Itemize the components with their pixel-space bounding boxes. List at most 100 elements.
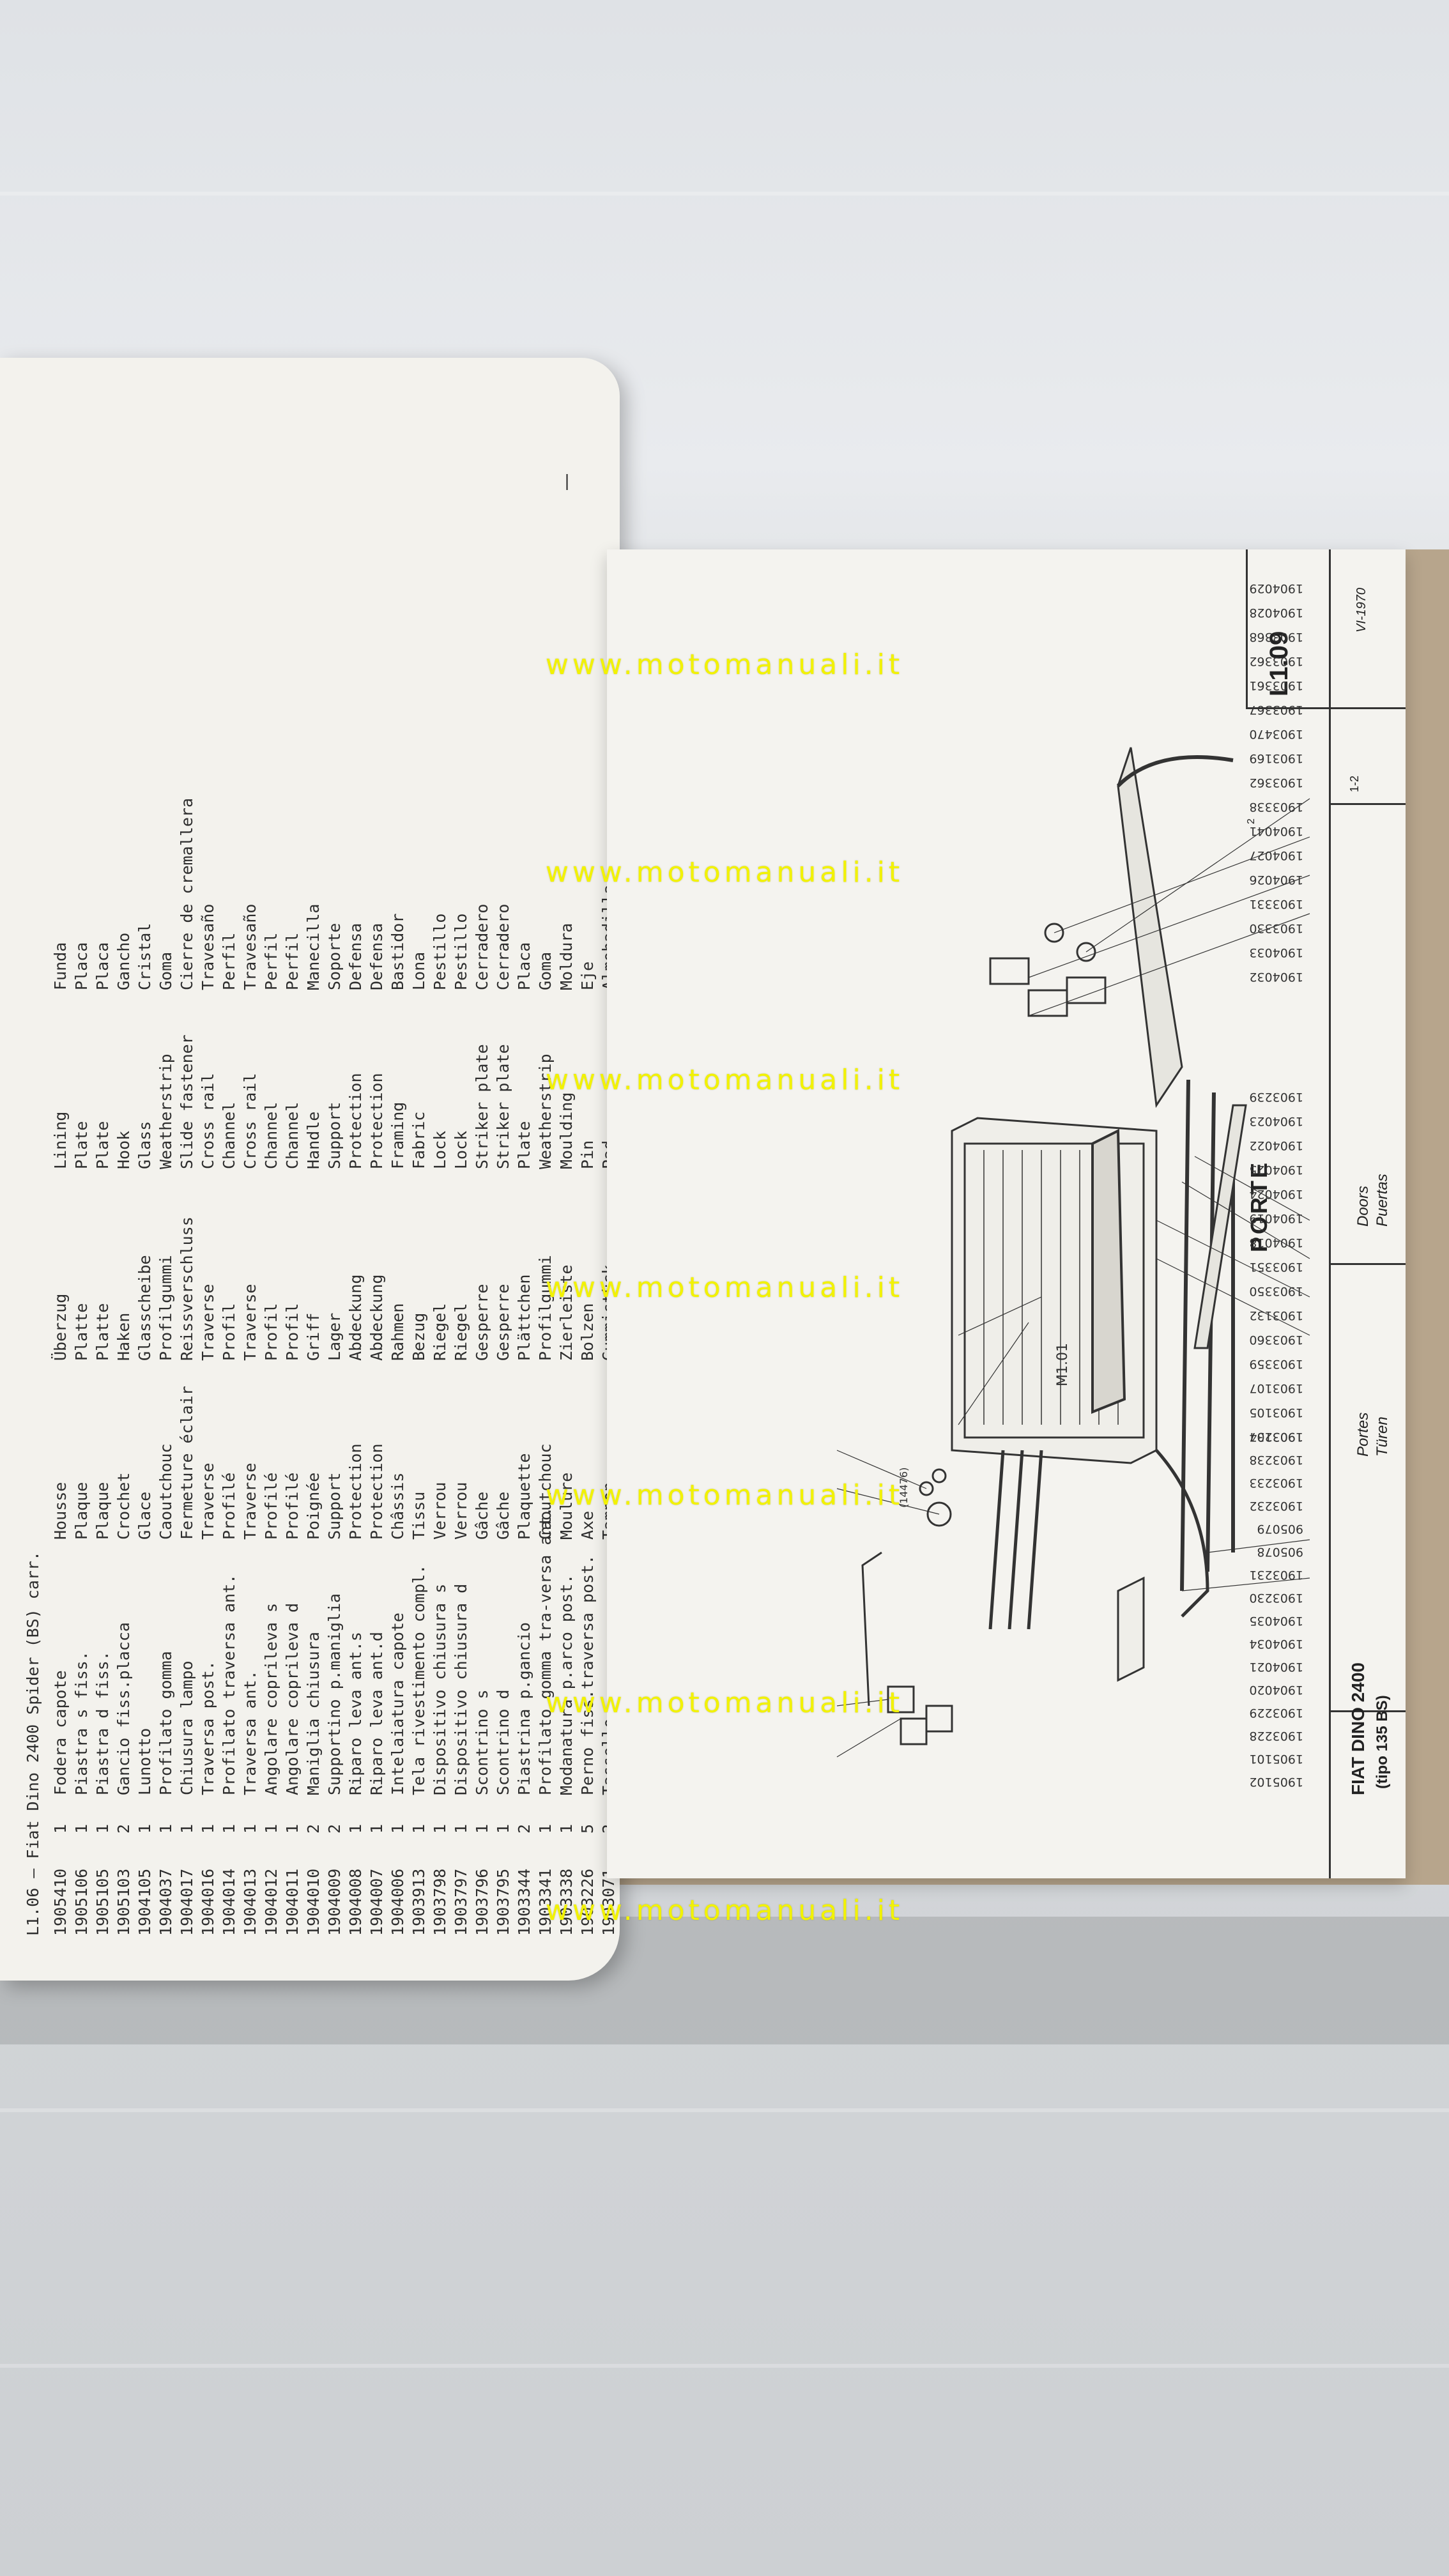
parts-cell-es: Placa [93, 942, 112, 990]
part-callout: 1905101 [1249, 1752, 1303, 1766]
surface-stripe [0, 192, 1449, 195]
parts-cell-qty: 1 [431, 1823, 449, 1834]
parts-cell-es: Travesaño [199, 903, 217, 990]
parts-cell-qty: 1 [157, 1823, 175, 1834]
parts-cell-en: Hook [114, 1130, 133, 1169]
diagram-page-rotated: L1.09 VI-1970 1-2 2 PORTE Doors Puertas … [607, 549, 1406, 1878]
parts-cell-en: Plate [515, 1121, 533, 1169]
parts-cell-es: Defensa [346, 923, 365, 990]
watermark: www.motomanuali.it [545, 1479, 904, 1512]
part-callout: 1903107 [1249, 1381, 1303, 1395]
drawing-m-label: M1.01 [1055, 1343, 1071, 1386]
parts-cell-es: Soporte [325, 923, 344, 990]
parts-cell-es: Cierre de cremallera [178, 797, 196, 990]
part-callout: 1903338 [1249, 800, 1303, 814]
parts-cell-qty: 1 [241, 1823, 259, 1834]
header-divider [1329, 803, 1406, 805]
watermark: www.motomanuali.it [545, 1894, 904, 1927]
parts-cell-qty: 1 [346, 1823, 365, 1834]
drawing-ref-code: (14476) [898, 1468, 910, 1508]
parts-cell-es: Perfil [220, 932, 238, 990]
part-callout: 1904022 [1249, 1138, 1303, 1153]
part-callout: 1903368 [1249, 630, 1303, 644]
parts-cell-en: Pin [578, 1140, 597, 1169]
parts-cell-de: Platte [72, 1303, 91, 1361]
parts-cell-it: Modanatura p.arco post. [557, 1574, 576, 1795]
parts-cell-es: Manecilla [304, 903, 323, 990]
parts-cell-es: Eje [578, 961, 597, 990]
part-callout: 1903230 [1249, 1591, 1303, 1605]
part-callout: 1903470 [1249, 727, 1303, 741]
parts-cell-en: Channel [220, 1101, 238, 1169]
parts-cell-en: Handle [304, 1111, 323, 1169]
parts-cell-en: Lock [431, 1130, 449, 1169]
parts-cell-qty: 1 [367, 1823, 386, 1834]
part-callout: 1904019 [1249, 1211, 1303, 1225]
parts-cell-qty: 2 [114, 1823, 133, 1834]
part-callout: 1903367 [1249, 703, 1303, 717]
part-callout: 1904033 [1249, 946, 1303, 960]
header-rule [1329, 549, 1331, 1878]
part-callout: 1904028 [1249, 606, 1303, 620]
parts-cell-en: Plate [93, 1121, 112, 1169]
parts-cell-de: Bezug [410, 1312, 428, 1361]
parts-cell-de: Lager [325, 1312, 344, 1361]
page-of: 1-2 [1348, 775, 1361, 792]
door-exploded-diagram: M1.01 (14476) [836, 747, 1310, 1758]
part-callout: 1903105 [1249, 1406, 1303, 1420]
parts-cell-es: Cerradero [494, 903, 512, 990]
part-callout: 1904025 [1249, 1163, 1303, 1177]
watermark: www.motomanuali.it [545, 648, 904, 681]
parts-cell-es: Pestillo [431, 913, 449, 990]
parts-cell-qty: 5 [578, 1823, 597, 1834]
parts-cell-es: Cerradero [473, 903, 491, 990]
parts-cell-en: Moulding [557, 1092, 576, 1169]
parts-cell-de: Bolzen [578, 1303, 597, 1361]
parts-cell-es: Defensa [367, 923, 386, 990]
parts-cell-it: Profilato gomma [157, 1651, 175, 1795]
parts-cell-en: Striker plate [473, 1044, 491, 1169]
part-callout: 1904041 [1249, 824, 1303, 838]
parts-cell-qty: 1 [494, 1823, 512, 1834]
part-callout: 1904024 [1249, 1187, 1303, 1201]
part-callout: 1903228 [1249, 1729, 1303, 1743]
model-name: FIAT DINO 2400 [1348, 1662, 1368, 1795]
parts-cell-es: Goma [536, 951, 555, 990]
part-callout: 1903330 [1249, 921, 1303, 935]
header-rule [1246, 549, 1248, 709]
parts-cell-it: Chiusura lampo [178, 1660, 196, 1795]
parts-cell-it: Traversa post. [199, 1660, 217, 1795]
parts-cell-qty: 1 [93, 1823, 112, 1834]
part-callout: 1903169 [1249, 751, 1303, 765]
part-callout: 1904029 [1249, 581, 1303, 595]
watermark: www.motomanuali.it [545, 856, 904, 889]
parts-cell-en: Fabric [410, 1111, 428, 1169]
parts-cell-es: Gancho [114, 932, 133, 990]
parts-cell-es: Bastidor [388, 913, 407, 990]
parts-list-rotated: 19030712TasselloTamponGummistückPadAlmoh… [0, 358, 620, 1981]
parts-cell-qty: 1 [262, 1823, 280, 1834]
parts-cell-it: Profilato traversa ant. [220, 1574, 238, 1795]
parts-cell-it: Profilato gomma tra-versa ant. [536, 1506, 555, 1795]
parts-cell-qty: 2 [515, 1823, 533, 1834]
parts-cell-it: Piastra s fiss. [72, 1651, 91, 1795]
part-callout: 1903359 [1249, 1357, 1303, 1371]
parts-cell-it: Lunotto [135, 1728, 154, 1795]
parts-cell-de: Haken [114, 1312, 133, 1361]
parts-cell-qty: 1 [178, 1823, 196, 1834]
part-callout: 1904023 [1249, 1114, 1303, 1128]
parts-cell-en: Striker plate [494, 1044, 512, 1169]
section-translation-de: Türen [1374, 1416, 1391, 1457]
part-callout: 905078 [1257, 1545, 1303, 1559]
parts-cell-es: Lona [410, 951, 428, 990]
parts-cell-de: Profil [283, 1303, 302, 1361]
parts-cell-it: Tela rivestimento compl. [410, 1564, 428, 1795]
parts-cell-en: Lining [51, 1111, 70, 1169]
parts-cell-en: Glass [135, 1121, 154, 1169]
parts-cell-qty: 1 [135, 1823, 154, 1834]
parts-cell-es: Perfil [283, 932, 302, 990]
parts-cell-de: Profil [220, 1303, 238, 1361]
parts-cell-es: Perfil [262, 932, 280, 990]
parts-cell-qty: 1 [199, 1823, 217, 1834]
parts-cell-es: Pestillo [452, 913, 470, 990]
